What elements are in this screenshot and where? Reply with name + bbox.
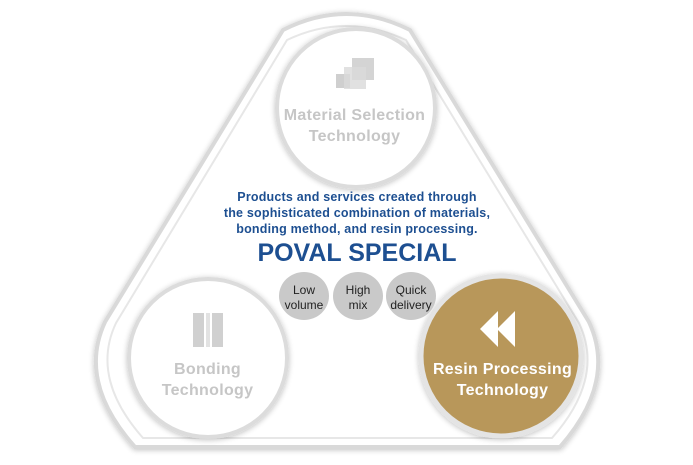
resin-processing-label: Resin Processing Technology [420,359,585,401]
bonding-label-line1: Bonding [174,361,241,378]
poval-special-title: POVAL SPECIAL [257,239,457,267]
feature-pill-high-mix [333,272,383,320]
resin-processing-circle [418,273,584,439]
bonding-label: Bonding Technology [125,359,290,401]
bonding-circle [127,277,289,439]
feature-label-line2: volume [284,298,324,312]
bonded-bars-icon [193,313,223,347]
description-text: Products and services created through th… [196,189,518,237]
stacked-squares-icon [336,58,374,89]
resin-processing-label-line2: Technology [456,382,549,399]
material-selection-label-line1: Material Selection [283,107,426,124]
feature-label-line2: mix [348,298,368,312]
feature-pills [279,272,436,320]
feature-label-low-volume: Low volume [276,283,332,313]
feature-label-line1: Quick [395,283,427,297]
feature-pill-quick-delivery [386,272,436,320]
feature-pill-low-volume [279,272,329,320]
material-selection-circle [275,27,437,189]
description-line2: the sophisticated combination of materia… [223,206,491,220]
double-arrow-left-icon [480,311,515,347]
description-line1: Products and services created through [237,190,477,204]
description-line3: bonding method, and resin processing. [236,222,478,236]
feature-label-quick-delivery: Quick delivery [383,283,439,313]
material-selection-label: Material Selection Technology [262,105,447,147]
feature-label-line2: delivery [390,298,432,312]
feature-label-high-mix: High mix [330,283,386,313]
feature-label-line1: Low [292,283,315,297]
bonding-label-line2: Technology [161,382,254,399]
material-selection-label-line2: Technology [308,128,401,145]
feature-label-line1: High [345,283,371,297]
resin-processing-label-line1: Resin Processing [432,361,573,378]
